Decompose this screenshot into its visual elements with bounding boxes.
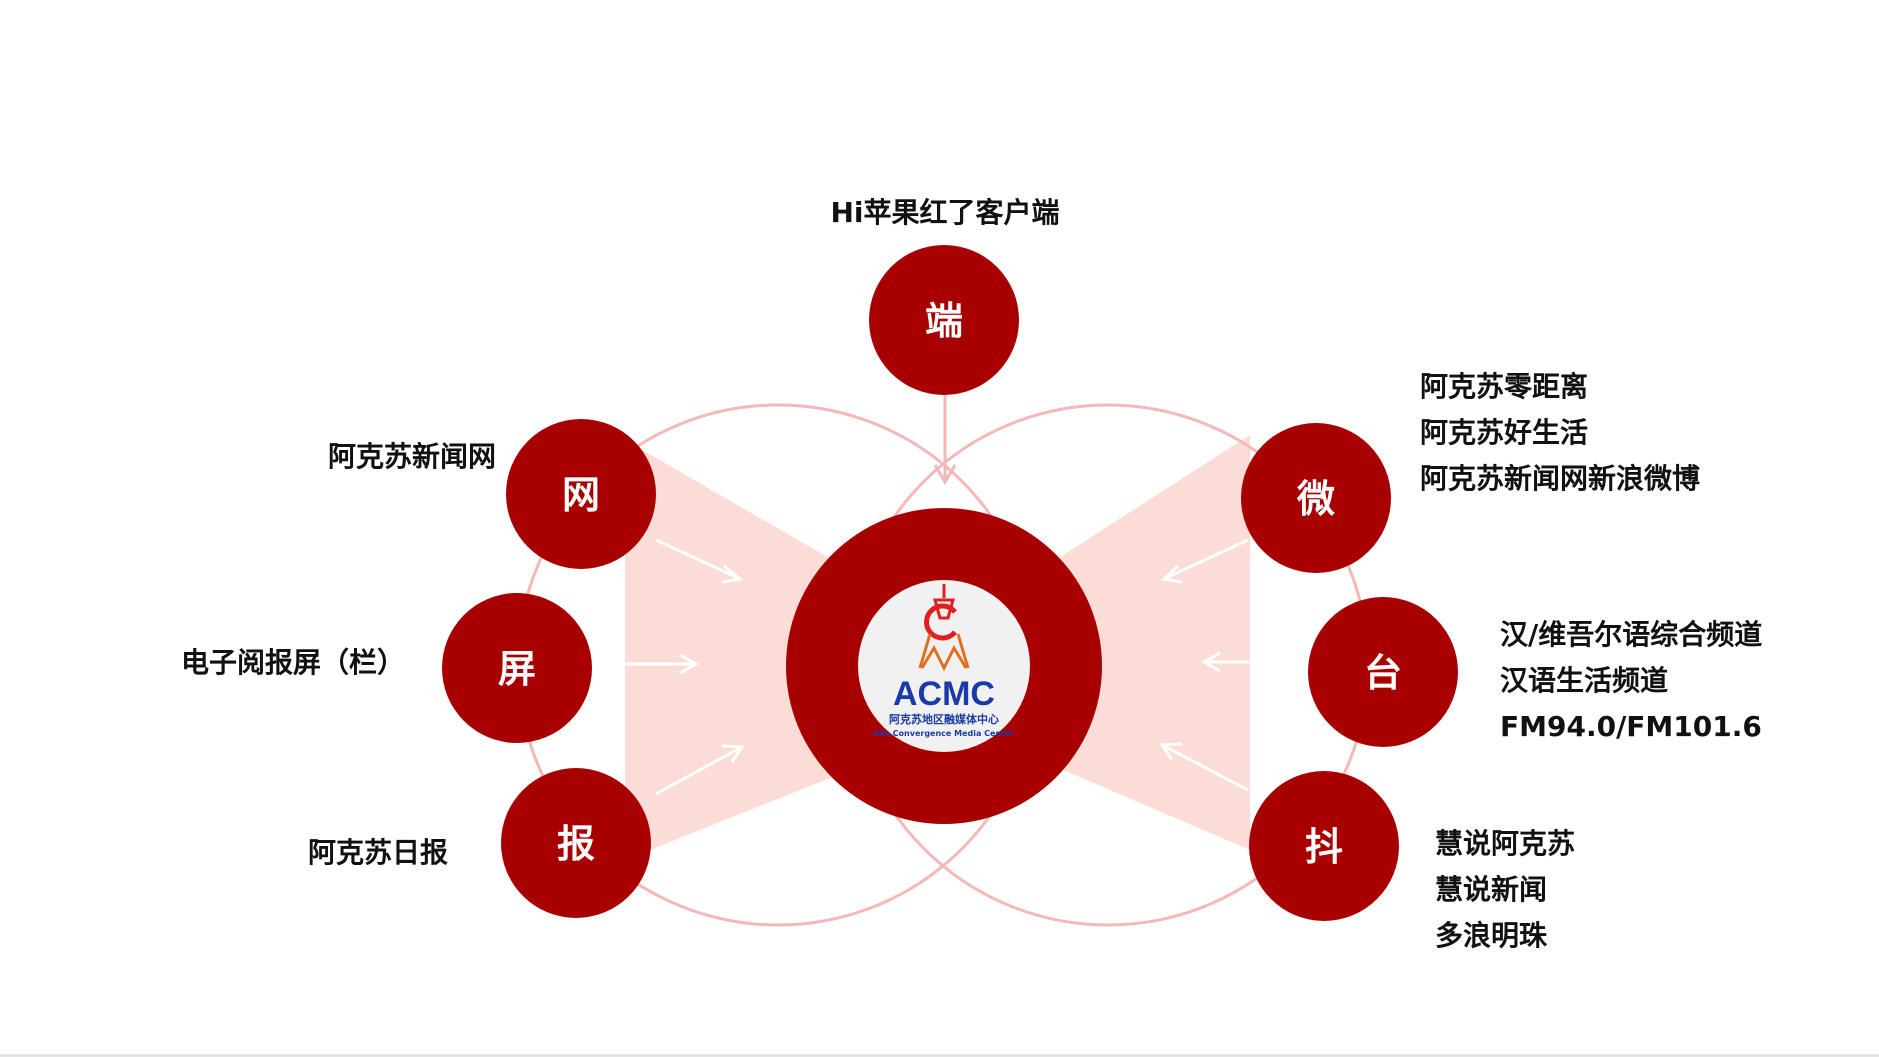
node-wei-char: 微 bbox=[1296, 477, 1335, 521]
logo-mark: ACMC bbox=[893, 675, 995, 713]
node-tai-char: 台 bbox=[1364, 651, 1402, 695]
label-tai-1: 汉/维吾尔语综合频道 bbox=[1500, 618, 1762, 651]
label-dou-2: 慧说新闻 bbox=[1435, 873, 1547, 906]
label-tai-2: 汉语生活频道 bbox=[1500, 664, 1668, 697]
bottom-divider bbox=[0, 1054, 1879, 1057]
label-ping: 电子阅报屏（栏） bbox=[181, 646, 405, 679]
node-ping-char: 屏 bbox=[498, 647, 536, 691]
right-wedge bbox=[1040, 435, 1250, 850]
node-wang[interactable]: 网 bbox=[506, 419, 656, 569]
arrow-duan-head bbox=[933, 464, 957, 485]
label-wei-3: 阿克苏新闻网新浪微博 bbox=[1420, 462, 1700, 495]
arrow-dou bbox=[1159, 742, 1249, 792]
left-wedge bbox=[625, 440, 850, 860]
label-wei-1: 阿克苏零距离 bbox=[1420, 370, 1588, 403]
node-wang-char: 网 bbox=[562, 473, 600, 517]
node-dou-char: 抖 bbox=[1305, 825, 1343, 869]
label-wang: 阿克苏新闻网 bbox=[328, 440, 496, 473]
node-duan[interactable]: 端 bbox=[869, 245, 1019, 395]
logo-name-cn: 阿克苏地区融媒体中心 bbox=[889, 712, 999, 726]
node-bao[interactable]: 报 bbox=[501, 768, 651, 918]
node-tai[interactable]: 台 bbox=[1308, 597, 1458, 747]
logo-name-en: Aks Convergence Media Center bbox=[874, 729, 1015, 738]
node-ping[interactable]: 屏 bbox=[442, 593, 592, 743]
arrow-ping bbox=[610, 653, 700, 675]
arrow-wei bbox=[1160, 538, 1249, 584]
label-duan: Hi苹果红了客户端 bbox=[830, 196, 1059, 229]
label-dou-3: 多浪明珠 bbox=[1435, 919, 1548, 952]
node-bao-char: 报 bbox=[557, 822, 595, 866]
node-wei[interactable]: 微 bbox=[1241, 423, 1391, 573]
arrow-tai bbox=[1200, 651, 1290, 673]
acmc-logo: ACMC 阿克苏地区融媒体中心 Aks Convergence Media Ce… bbox=[874, 584, 1015, 738]
arrow-bao bbox=[655, 744, 745, 796]
node-duan-char: 端 bbox=[925, 299, 963, 343]
arrow-wang bbox=[655, 538, 744, 584]
label-dou-1: 慧说阿克苏 bbox=[1435, 827, 1575, 860]
label-wei-2: 阿克苏好生活 bbox=[1420, 416, 1588, 449]
node-dou[interactable]: 抖 bbox=[1249, 771, 1399, 921]
label-tai-3: FM94.0/FM101.6 bbox=[1500, 710, 1762, 743]
broadcast-tower-icon bbox=[918, 584, 970, 672]
label-bao: 阿克苏日报 bbox=[308, 836, 448, 869]
